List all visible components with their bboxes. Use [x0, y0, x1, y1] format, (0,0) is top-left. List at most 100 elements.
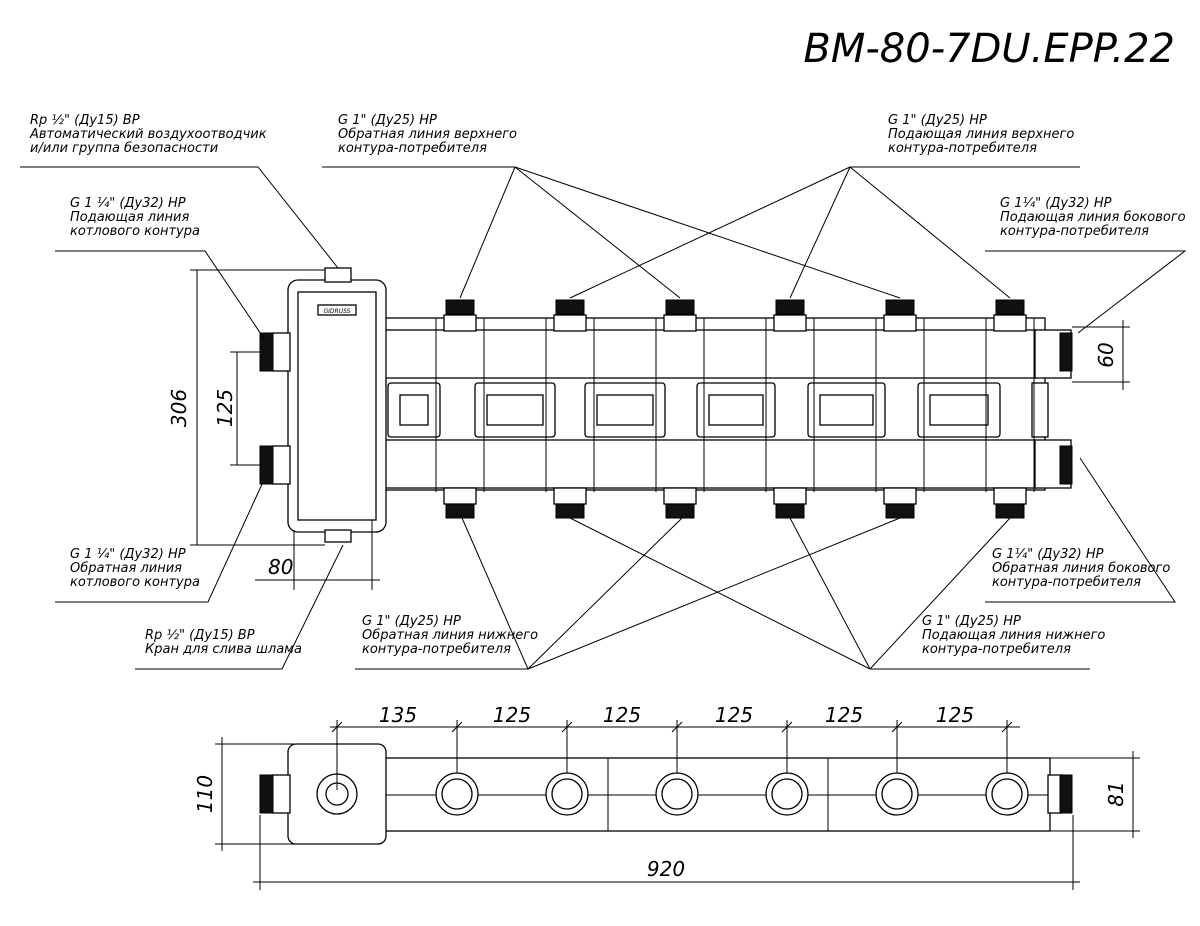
cross-window [596, 394, 654, 426]
label-drain-1: Rp ½" (Ду15) ВР [145, 628, 255, 643]
upper-outlet-thread [665, 299, 695, 315]
label-side-supply-1: G 1¼" (Ду32) НР [1000, 196, 1112, 211]
dim-tick [891, 721, 903, 733]
label-lower-return-3: контура-потребителя [362, 642, 511, 657]
cross-window [486, 394, 544, 426]
lower-pipe [375, 439, 1037, 489]
side-return-thread [1059, 445, 1073, 485]
dim-height-total: 306 [167, 389, 191, 427]
label-lower-return-1: G 1" (Ду25) НР [362, 614, 461, 629]
plan-outlet-inner [551, 778, 583, 810]
dim-pipe-spacing: 125 [213, 389, 237, 427]
label-boiler-return-2: Обратная линия [70, 561, 182, 576]
side-supply-thread [1059, 332, 1073, 372]
label-side-supply-2: Подающая линия бокового [1000, 210, 1186, 225]
label-boiler-supply-3: котлового контура [70, 224, 200, 239]
lower-outlet-thread [445, 503, 475, 519]
dim-separator-offset: 80 [268, 555, 293, 579]
lower-outlet-body [443, 487, 477, 505]
dim-tick [671, 721, 683, 733]
label-air-vent-1: Rp ½" (Ду15) ВР [30, 113, 140, 128]
separator-inner [297, 291, 377, 521]
plan-left-thread [259, 774, 274, 814]
label-side-return-1: G 1¼" (Ду32) НР [992, 547, 1104, 562]
label-upper-return-3: контура-потребителя [338, 141, 487, 156]
dim-tick [781, 721, 793, 733]
label-boiler-return-3: котлового контура [70, 575, 200, 590]
upper-outlet-body [993, 314, 1027, 332]
lower-outlet-thread [775, 503, 805, 519]
label-boiler-supply-2: Подающая линия [70, 210, 189, 225]
plan-outlet-inner [991, 778, 1023, 810]
lower-outlet-body [993, 487, 1027, 505]
plan-outlet-inner [441, 778, 473, 810]
label-lower-supply-3: контура-потребителя [922, 642, 1071, 657]
upper-outlet-body [443, 314, 477, 332]
upper-outlet-thread [995, 299, 1025, 315]
brand-plate [317, 304, 357, 316]
label-lower-supply-2: Подающая линия нижнего [922, 628, 1105, 643]
upper-outlet-thread [445, 299, 475, 315]
label-boiler-supply-1: G 1 ¼" (Ду32) НР [70, 196, 186, 211]
lower-outlet-thread [995, 503, 1025, 519]
dim-spacing-1: 125 [493, 703, 531, 727]
upper-outlet-thread [775, 299, 805, 315]
upper-outlet-body [553, 314, 587, 332]
label-boiler-return-1: G 1 ¼" (Ду32) НР [70, 547, 186, 562]
upper-pipe [375, 329, 1037, 379]
boiler-supply-port [271, 332, 291, 372]
label-upper-supply-2: Подающая линия верхнего [888, 127, 1074, 142]
air-vent-port [324, 267, 352, 283]
plan-outlet-inner [881, 778, 913, 810]
label-side-supply-3: контура-потребителя [1000, 224, 1149, 239]
dim-spacing-4: 125 [825, 703, 863, 727]
dim-depth-pipe: 81 [1104, 781, 1128, 806]
dim-length-total: 920 [647, 857, 685, 881]
front-view-dimensions: 306 125 60 80 [167, 269, 1130, 590]
plan-view-dimensions: 135 125 125 125 125 125 110 81 920 [193, 703, 1140, 890]
upper-outlet-body [663, 314, 697, 332]
manifold-plan-view [259, 743, 1073, 845]
callouts: Rp ½" (Ду15) ВР Автоматический воздухоот… [20, 113, 1187, 670]
dim-tick [451, 721, 463, 733]
dim-spacing-2: 125 [603, 703, 641, 727]
label-upper-supply-3: контура-потребителя [888, 141, 1037, 156]
lower-outlet-body [883, 487, 917, 505]
label-lower-supply-1: G 1" (Ду25) НР [922, 614, 1021, 629]
lower-outlet-body [663, 487, 697, 505]
label-upper-supply-1: G 1" (Ду25) НР [888, 113, 987, 128]
plan-outlet-inner [771, 778, 803, 810]
lower-outlet-thread [885, 503, 915, 519]
dim-depth-total: 110 [193, 775, 217, 813]
right-cross-cap [1031, 382, 1049, 438]
label-air-vent-2: Автоматический воздухоотводчик [29, 127, 267, 142]
dim-tick [1001, 721, 1013, 733]
manifold-front-view: GIDRUSS [259, 267, 1073, 543]
dim-side-outlet: 60 [1094, 342, 1118, 367]
upper-outlet-thread [885, 299, 915, 315]
lower-outlet-thread [555, 503, 585, 519]
lower-outlet-thread [665, 503, 695, 519]
dim-tick [561, 721, 573, 733]
label-lower-return-2: Обратная линия нижнего [362, 628, 538, 643]
label-upper-return-2: Обратная линия верхнего [338, 127, 517, 142]
upper-outlet-thread [555, 299, 585, 315]
cross-window [708, 394, 764, 426]
upper-outlet-body [773, 314, 807, 332]
dim-tick [331, 721, 343, 733]
lower-outlet-body [773, 487, 807, 505]
dim-spacing-5: 125 [936, 703, 974, 727]
label-drain-2: Кран для слива шлама [145, 642, 302, 657]
dim-spacing-first: 135 [379, 703, 417, 727]
brand-logo: GIDRUSS [323, 308, 350, 315]
lower-outlet-body [553, 487, 587, 505]
cross-window [819, 394, 874, 426]
label-side-return-2: Обратная линия бокового [992, 561, 1170, 576]
label-upper-return-1: G 1" (Ду25) НР [338, 113, 437, 128]
drawing-title: BM-80-7DU.EPP.22 [803, 26, 1175, 72]
drain-port [324, 529, 352, 543]
label-air-vent-3: и/или группа безопасности [30, 141, 218, 156]
label-side-return-3: контура-потребителя [992, 575, 1141, 590]
dim-spacing-3: 125 [715, 703, 753, 727]
